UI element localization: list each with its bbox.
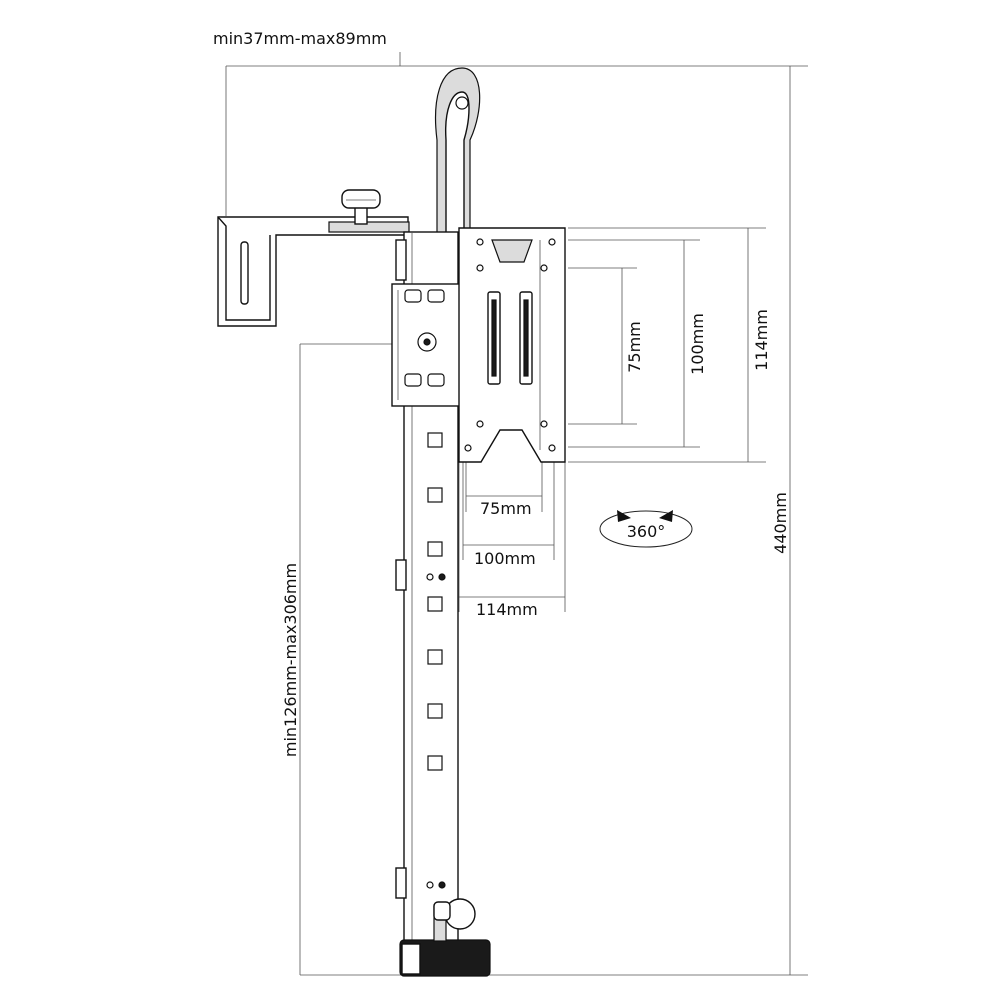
pole-hole: [427, 596, 443, 612]
pole-hole: [427, 755, 443, 771]
shelf-clamp: [217, 189, 410, 327]
dimension-lines: [225, 52, 808, 976]
pole-hole: [427, 649, 443, 665]
pole-hole: [427, 432, 443, 448]
vesa-v-75-label: 75mm: [625, 321, 644, 373]
rotation-label: 360°: [627, 522, 666, 541]
pole-hole: [427, 703, 443, 719]
vesa-v-100-label: 100mm: [688, 313, 707, 375]
vesa-v-114-label: 114mm: [752, 309, 771, 371]
vesa-h-75-label: 75mm: [480, 499, 532, 518]
total-height-label: 440mm: [771, 492, 790, 554]
clamp-slot: [240, 241, 249, 305]
vesa-plate: [458, 227, 566, 463]
pole-base: [399, 898, 491, 977]
pole-range-label: min126mm-max306mm: [281, 563, 300, 757]
clamp-plate: [328, 221, 410, 233]
pole-hole: [427, 541, 443, 557]
clamp-knob: [341, 189, 381, 209]
pole-hole: [427, 487, 443, 503]
vesa-h-100-label: 100mm: [474, 549, 536, 568]
clamp-range-label: min37mm-max89mm: [213, 29, 387, 48]
vesa-h-114-label: 114mm: [476, 600, 538, 619]
rotation-indicator: [599, 510, 693, 548]
